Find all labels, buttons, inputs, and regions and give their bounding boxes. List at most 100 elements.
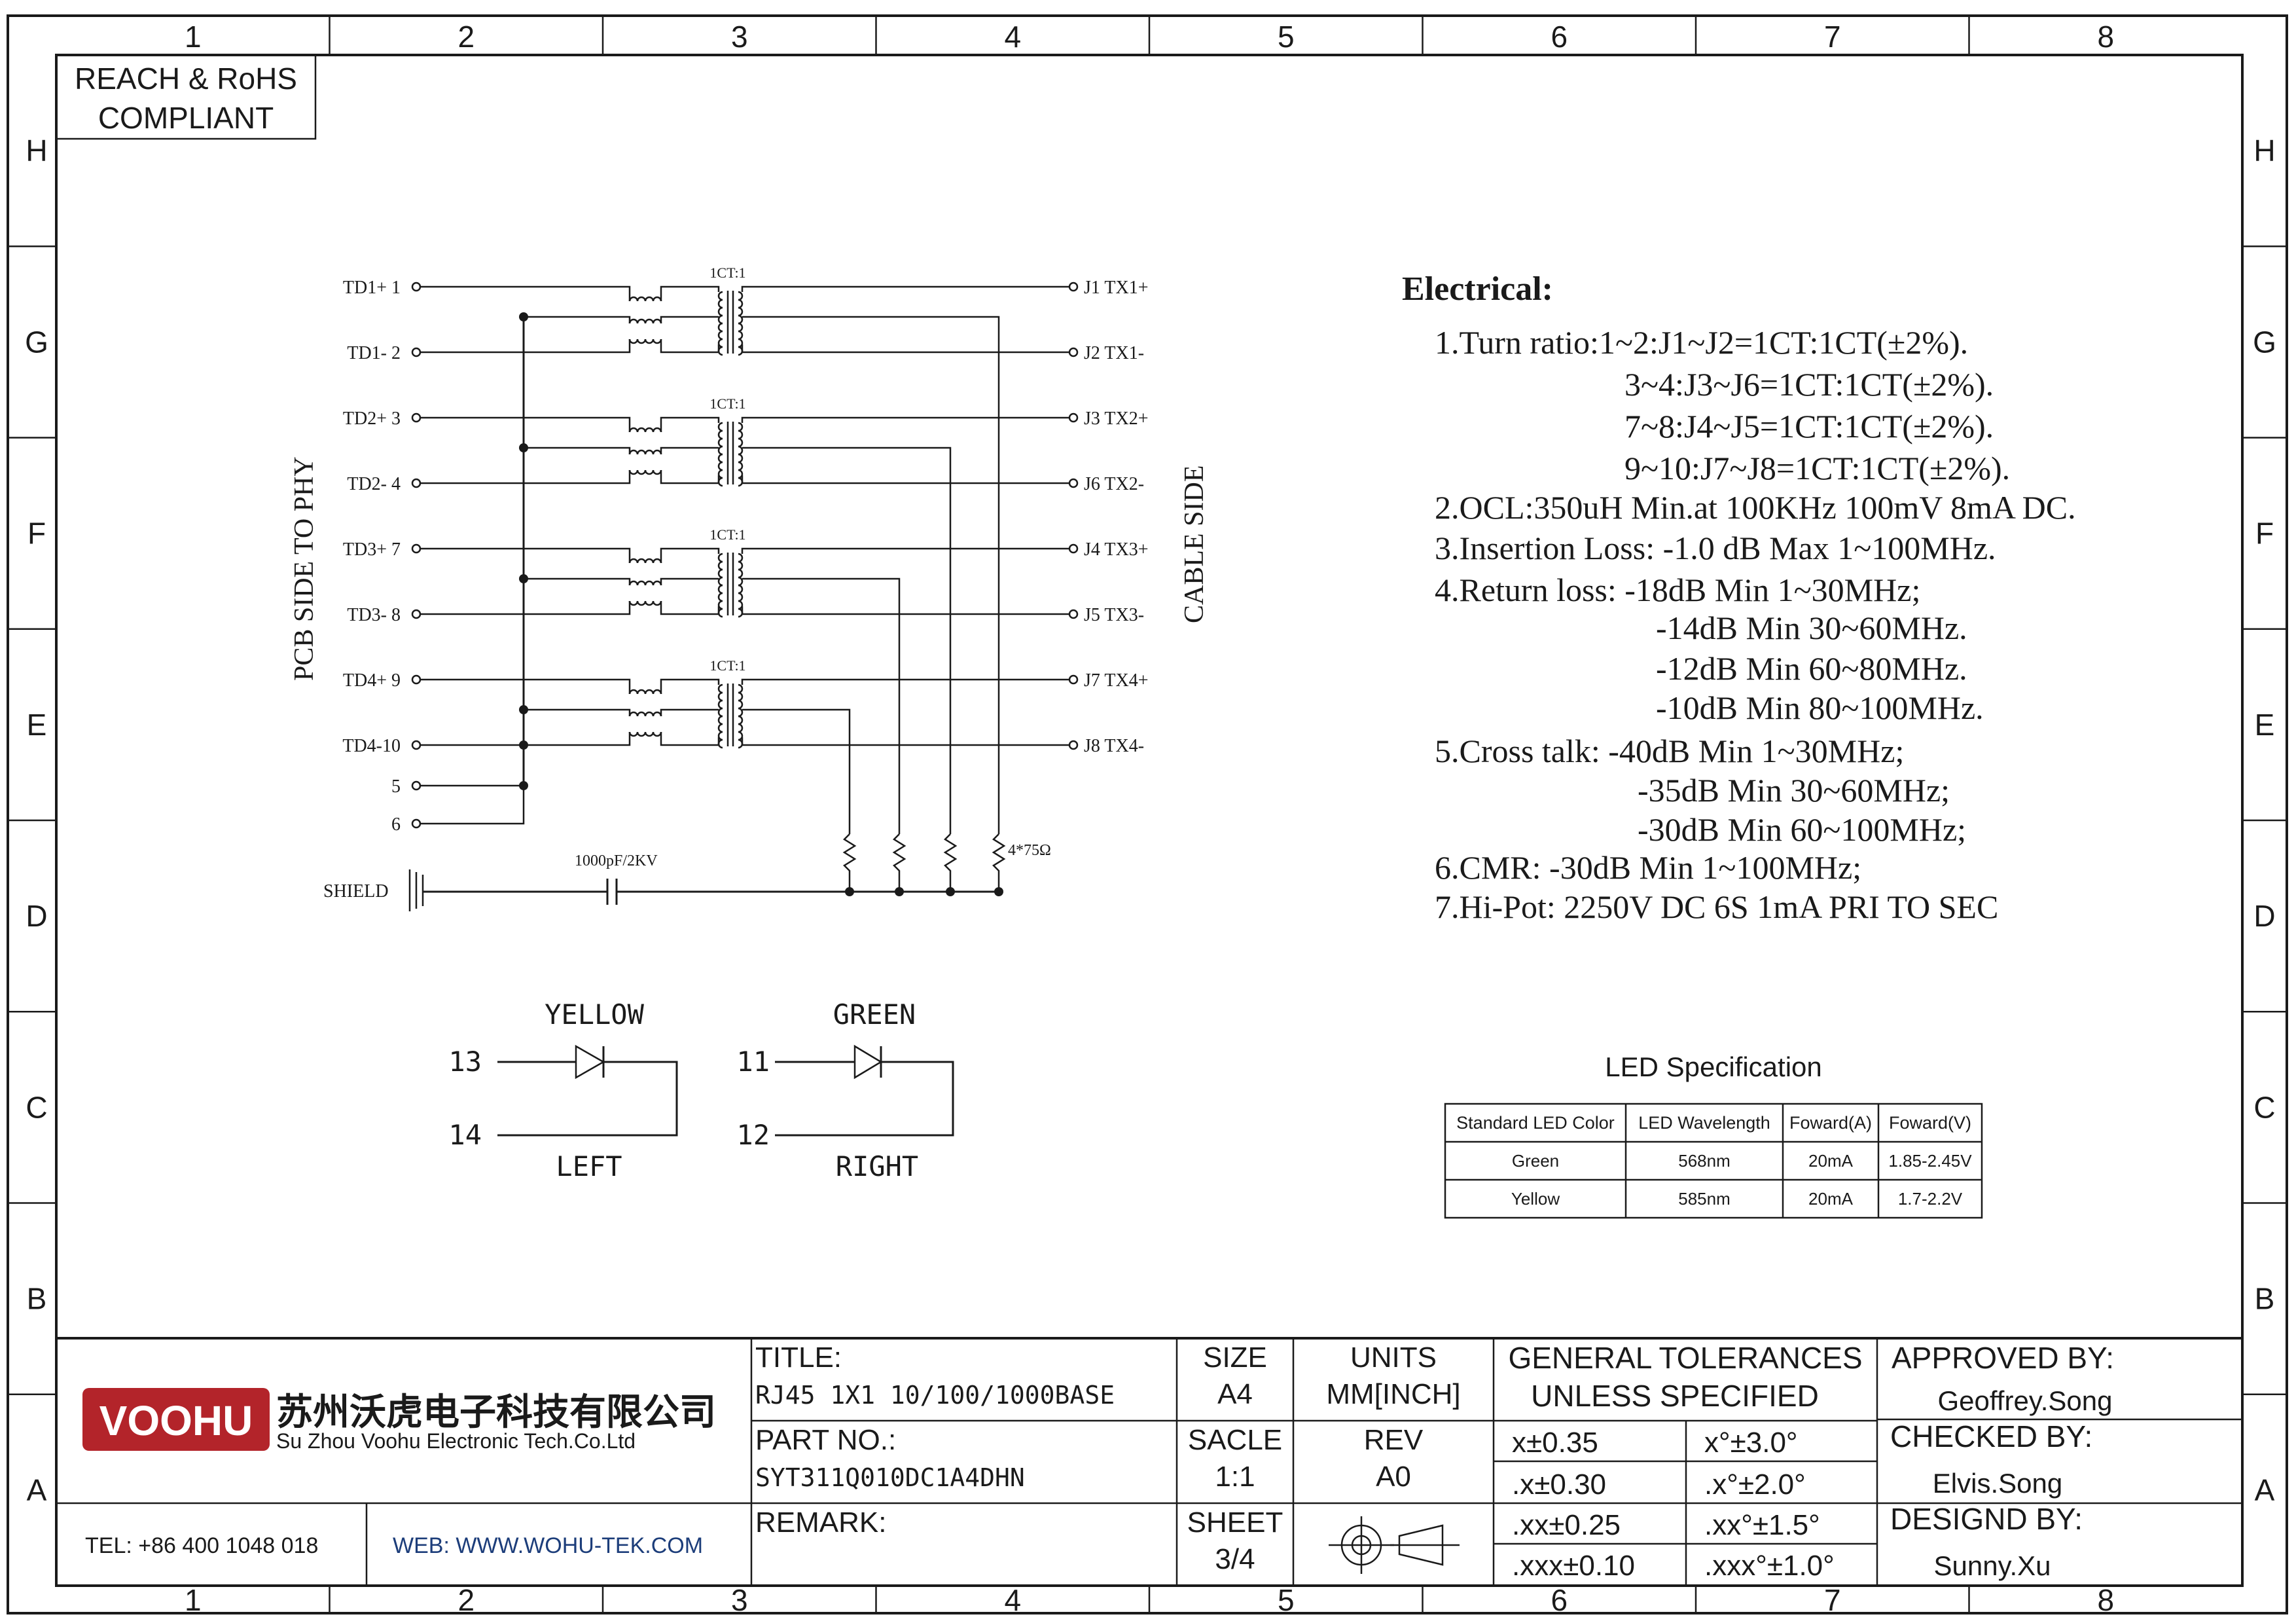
zone-row-label: H (2253, 134, 2275, 168)
ratio-label: 1CT:1 (709, 264, 745, 281)
title-value: RJ45 1X1 10/100/1000BASE (755, 1381, 1115, 1410)
right-pin-label: J6 TX2- (1084, 474, 1144, 494)
led-spec-header: Standard LED Color (1456, 1113, 1615, 1133)
size-value: A4 (1217, 1378, 1253, 1410)
diode-icon (575, 1044, 605, 1080)
tolerance-angular: x°±3.0° (1704, 1427, 1798, 1459)
zone-row-label: C (2253, 1090, 2275, 1124)
units-label: UNITS (1350, 1341, 1437, 1374)
right-pin-label: J1 TX1+ (1084, 278, 1149, 298)
tolerance-angular: .xx°±1.5° (1704, 1509, 1820, 1541)
cable-side-label: CABLE SIDE (1179, 465, 1210, 624)
remark-label: REMARK: (755, 1506, 886, 1539)
zone-column-label: 4 (1004, 1583, 1021, 1617)
zone-column-label: 5 (1278, 1583, 1295, 1617)
zone-row-label: G (2253, 325, 2276, 359)
zone-row-label: F (27, 517, 46, 551)
tolerance-linear: .xx±0.25 (1512, 1509, 1621, 1541)
led-spec-cell: Yellow (1511, 1189, 1560, 1209)
shield-label: SHIELD (323, 881, 389, 902)
title-block: VOOHU 苏州沃虎电子科技有限公司 Su Zhou Voohu Electro… (56, 1337, 2242, 1586)
zone-column-label: 1 (185, 20, 202, 54)
left-pin-label: TD4+ 9 (343, 670, 401, 691)
led-green-color: GREEN (833, 998, 916, 1030)
compliance-line2: COMPLIANT (98, 101, 274, 135)
led-yellow: YELLOW 13 14 LEFT (448, 998, 678, 1182)
ratio-label: 1CT:1 (709, 657, 745, 674)
part-label: PART NO.: (755, 1424, 896, 1456)
left-pin-label: TD2- 4 (347, 474, 401, 494)
zone-row-label: E (2255, 708, 2275, 742)
tolerance-linear: x±0.35 (1512, 1427, 1598, 1459)
part-value: SYT311Q010DC1A4DHN (755, 1463, 1025, 1492)
left-pin-label: TD1- 2 (347, 343, 401, 363)
resistor-icon (943, 833, 958, 892)
approved-value: Geoffrey.Song (1938, 1385, 2113, 1416)
zone-row-label: G (25, 325, 48, 359)
led-spec-header: Foward(A) (1789, 1113, 1872, 1133)
led-yellow-pin-k: 14 (448, 1119, 482, 1151)
zone-column-label: 7 (1824, 20, 1841, 54)
voohu-logo: VOOHU (82, 1388, 270, 1451)
size-label: SIZE (1203, 1341, 1267, 1374)
right-pin-label: J2 TX1- (1084, 343, 1144, 363)
electrical-line: 2.OCL:350uH Min.at 100KHz 100mV 8mA DC. (1435, 489, 2076, 526)
zone-column-label: 1 (185, 1583, 202, 1617)
pcb-side-label: PCB SIDE TO PHY (289, 456, 319, 681)
zone-row-label: A (27, 1473, 47, 1507)
zone-column-label: 3 (731, 20, 748, 54)
telephone: TEL: +86 400 1048 018 (85, 1533, 318, 1558)
zone-row-label: F (2255, 517, 2274, 551)
led-green-pin-k: 12 (736, 1119, 770, 1151)
tolerance-label-2: UNLESS SPECIFIED (1531, 1379, 1819, 1413)
approved-label: APPROVED BY: (1892, 1341, 2114, 1375)
rev-value: A0 (1376, 1461, 1411, 1493)
website-link[interactable]: WEB: WWW.WOHU-TEK.COM (393, 1533, 703, 1558)
led-spec-header: LED Wavelength (1638, 1113, 1770, 1133)
zone-column-label: 4 (1004, 20, 1021, 54)
diode-icon (853, 1044, 883, 1080)
zone-row-label: H (26, 134, 47, 168)
outer-frame (7, 14, 2288, 1614)
electrical-line: 5.Cross talk: -40dB Min 1~30MHz; (1435, 733, 1904, 769)
center-tap-bus: 56 (391, 312, 1006, 896)
zone-column-label: 6 (1551, 20, 1568, 54)
tolerance-linear: .x±0.30 (1512, 1468, 1606, 1501)
electrical-line: -14dB Min 30~60MHz. (1656, 610, 1967, 646)
electrical-line: -35dB Min 30~60MHz; (1638, 772, 1950, 809)
third-angle-projection-icon (1329, 1516, 1460, 1574)
title-label: TITLE: (755, 1341, 842, 1374)
led-green-position: RIGHT (836, 1150, 918, 1182)
zone-row-label: B (27, 1282, 47, 1316)
led-spec-cell: 1.85-2.45V (1888, 1151, 1972, 1171)
zone-row-label: E (27, 708, 47, 742)
zone-column-label: 8 (2097, 1583, 2114, 1617)
zone-row-label: C (26, 1090, 47, 1124)
zone-row-label: B (2255, 1282, 2275, 1316)
led-spec-cell: Green (1512, 1151, 1559, 1171)
left-pin-label: TD3+ 7 (343, 539, 401, 560)
electrical-line: 6.CMR: -30dB Min 1~100MHz; (1435, 849, 1861, 886)
left-pin-label: TD3- 8 (347, 605, 401, 625)
zone-column-label: 2 (457, 1583, 475, 1617)
electrical-line: 3~4:J3~J6=1CT:1CT(±2%). (1624, 366, 1994, 403)
electrical-line: 1.Turn ratio:1~2:J1~J2=1CT:1CT(±2%). (1435, 324, 1968, 361)
zone-column-label: 5 (1278, 20, 1295, 54)
compliance-box: REACH & RoHS COMPLIANT (55, 54, 317, 140)
scale-value: 1:1 (1215, 1461, 1255, 1493)
capacitor-icon (606, 879, 618, 905)
rev-label: REV (1364, 1424, 1424, 1456)
zone-column-label: 6 (1551, 1583, 1568, 1617)
company-name-en: Su Zhou Voohu Electronic Tech.Co.Ltd (276, 1429, 636, 1453)
resistor-icon (992, 833, 1006, 892)
led-spec-cell: 568nm (1678, 1151, 1731, 1171)
led-yellow-pin-a: 13 (448, 1046, 482, 1078)
resistor-icon (842, 833, 857, 892)
led-spec-cell: 585nm (1678, 1189, 1731, 1209)
zone-row-label: D (26, 899, 47, 933)
designed-label: DESIGND BY: (1890, 1502, 2083, 1536)
